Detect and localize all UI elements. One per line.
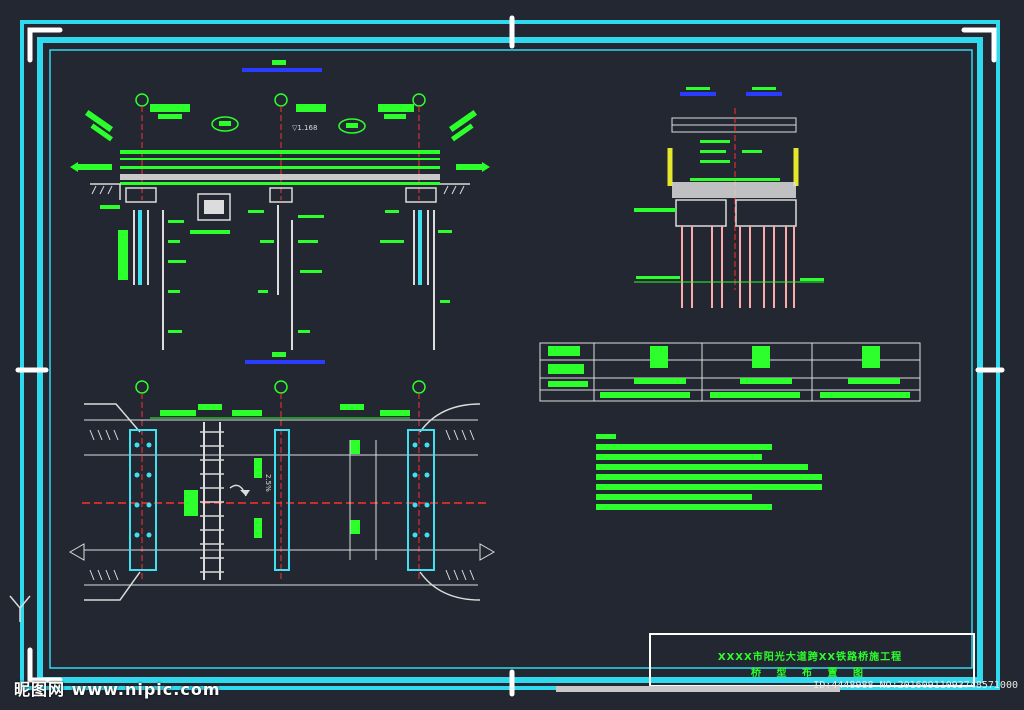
- elevation-label: ▽1.168: [292, 124, 317, 132]
- drawing-subtitle: 桥 型 布 置 图: [751, 668, 869, 679]
- pile-table: [539, 342, 921, 402]
- elevation-view: ▽1.168: [70, 60, 490, 364]
- drawing-title: XXXX市阳光大道跨XX铁路桥施工程: [717, 652, 903, 663]
- slope-label: 2.5%: [264, 474, 272, 492]
- plan-view: 2.5%: [68, 380, 496, 601]
- watermark-id: ID:4448988 NO:20160911093748571000: [813, 680, 1018, 691]
- cross-section-view: [634, 87, 824, 308]
- watermark-site: 昵图网 www.nipic.com: [14, 680, 221, 699]
- drawing-frame: [20, 20, 1000, 690]
- general-notes: [596, 434, 822, 510]
- frame-ticks: [15, 15, 1005, 697]
- ucs-icon: [9, 595, 31, 622]
- table-content: [548, 346, 910, 398]
